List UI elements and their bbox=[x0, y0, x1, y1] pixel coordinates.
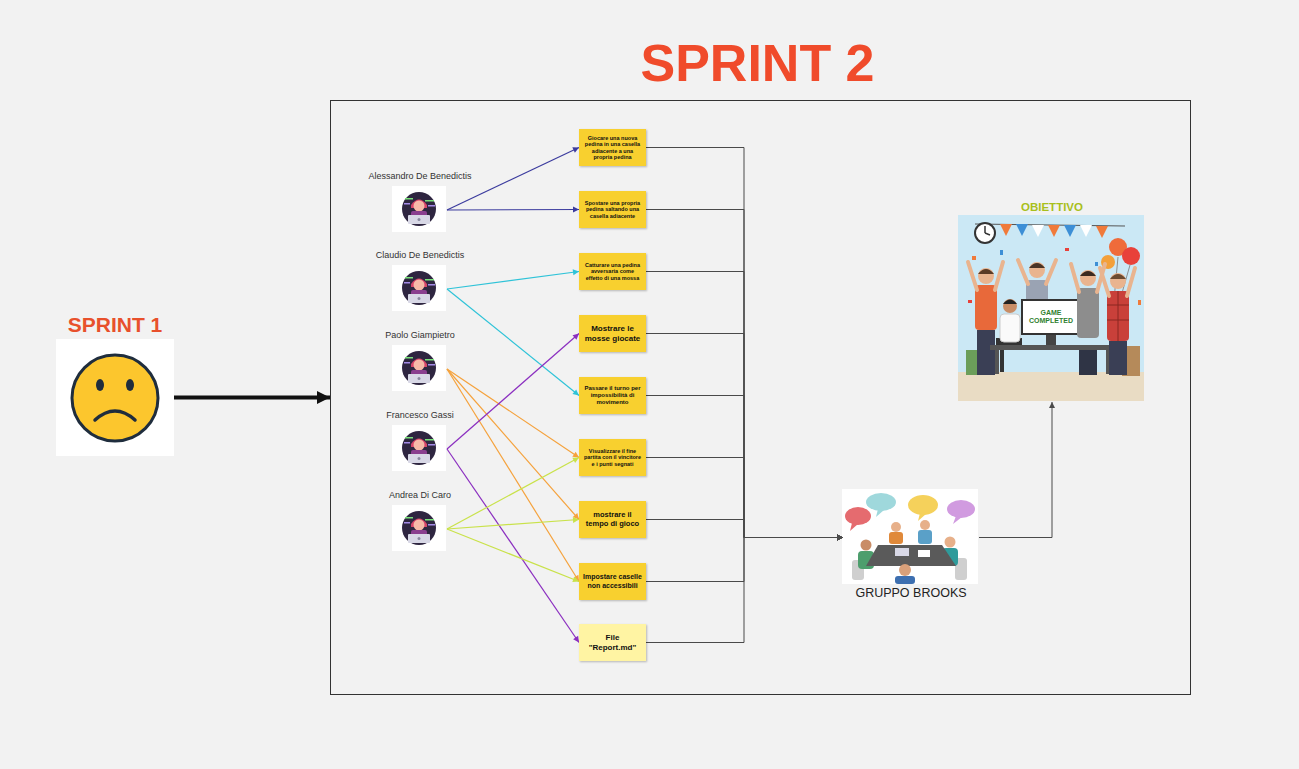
arrow-head bbox=[837, 535, 843, 541]
connector bbox=[447, 209, 579, 211]
connector bbox=[646, 148, 843, 538]
team-group: GRUPPO BROOKS bbox=[843, 490, 979, 585]
sprint-heading: SPRINT 1 bbox=[26, 313, 204, 336]
connector bbox=[646, 520, 843, 538]
arrow-head bbox=[572, 576, 579, 582]
task-text: Impostare caselle non accessibili bbox=[582, 573, 643, 589]
sad-face bbox=[56, 339, 174, 456]
arrow-head bbox=[837, 535, 843, 541]
connector bbox=[447, 369, 579, 582]
member-name: Claudio De Benedictis bbox=[376, 251, 465, 261]
team-member: Claudio De Benedictis bbox=[393, 266, 447, 312]
group-name: GRUPPO BROOKS bbox=[803, 587, 1019, 601]
connector bbox=[646, 210, 843, 538]
sprint-heading: SPRINT 2 bbox=[325, 37, 1190, 89]
task-text: Mostrare le mosse giocate bbox=[582, 324, 643, 342]
arrow-head bbox=[837, 535, 843, 541]
goal-illustration bbox=[958, 215, 1144, 401]
arrow-head bbox=[572, 147, 579, 152]
arrow-head bbox=[837, 535, 843, 541]
task-text: Visualizzare il fine partita con il vinc… bbox=[582, 448, 643, 467]
screen-text: GAME COMPLETED bbox=[1024, 302, 1078, 332]
connector bbox=[979, 402, 1052, 538]
sticky-note: Passare il turno per impossibilità di mo… bbox=[579, 377, 646, 414]
sticky-note: Impostare caselle non accessibili bbox=[579, 563, 646, 600]
sticky-note: File "Report.md" bbox=[579, 624, 646, 661]
sticky-note: Spostare una propria pedina saltando una… bbox=[579, 191, 646, 228]
team-member: Andrea Di Caro bbox=[393, 506, 447, 552]
arrow-head bbox=[837, 535, 843, 541]
connector bbox=[447, 334, 579, 450]
team-member: Alessandro De Benedictis bbox=[393, 187, 447, 233]
task-text: Spostare una propria pedina saltando una… bbox=[582, 200, 643, 219]
connector bbox=[447, 529, 579, 582]
sticky-note: Giocare una nuova pedina in una casella … bbox=[579, 129, 646, 166]
connector bbox=[646, 538, 843, 643]
sticky-note: Catturare una pedina avversaria come eff… bbox=[579, 253, 646, 290]
sprint-box: SPRINT 1 bbox=[56, 339, 174, 456]
connector bbox=[646, 458, 843, 538]
sprint-frame: SPRINT 2Alessandro De BenedictisClaudio … bbox=[330, 100, 1191, 695]
arrow-head bbox=[837, 535, 843, 541]
connector bbox=[447, 520, 579, 530]
arrow-head bbox=[572, 458, 579, 463]
arrow-head bbox=[837, 535, 843, 541]
member-name: Alessandro De Benedictis bbox=[368, 172, 471, 182]
task-text: Giocare una nuova pedina in una casella … bbox=[582, 135, 643, 160]
connector bbox=[646, 396, 843, 538]
group-illustration bbox=[842, 489, 978, 584]
sticky-note: Visualizzare il fine partita con il vinc… bbox=[579, 439, 646, 476]
connector bbox=[447, 289, 579, 396]
connector bbox=[646, 272, 843, 538]
sticky-note: mostrare il tempo di gioco bbox=[579, 501, 646, 538]
sticky-note: Mostrare le mosse giocate bbox=[579, 315, 646, 352]
task-text: mostrare il tempo di gioco bbox=[582, 511, 643, 528]
team-member: Francesco Gassi bbox=[393, 426, 447, 472]
arrow-head bbox=[317, 391, 330, 404]
task-text: File "Report.md" bbox=[582, 633, 643, 651]
arrow-head bbox=[837, 535, 843, 541]
team-member: Paolo Giampietro bbox=[393, 346, 447, 392]
connector bbox=[447, 272, 579, 290]
arrow-head bbox=[837, 535, 843, 541]
arrow-head bbox=[572, 452, 579, 458]
arrow-head bbox=[1049, 402, 1055, 408]
connector bbox=[174, 396, 330, 400]
member-name: Francesco Gassi bbox=[386, 411, 454, 421]
goal-heading: OBIETTIVO bbox=[929, 201, 1175, 214]
task-text: Passare il turno per impossibilità di mo… bbox=[582, 385, 643, 406]
member-name: Andrea Di Caro bbox=[389, 491, 451, 501]
connector bbox=[447, 449, 579, 643]
task-text: Catturare una pedina avversaria come eff… bbox=[582, 262, 643, 281]
connector bbox=[447, 458, 579, 530]
connector bbox=[646, 334, 843, 538]
member-name: Paolo Giampietro bbox=[385, 331, 455, 341]
